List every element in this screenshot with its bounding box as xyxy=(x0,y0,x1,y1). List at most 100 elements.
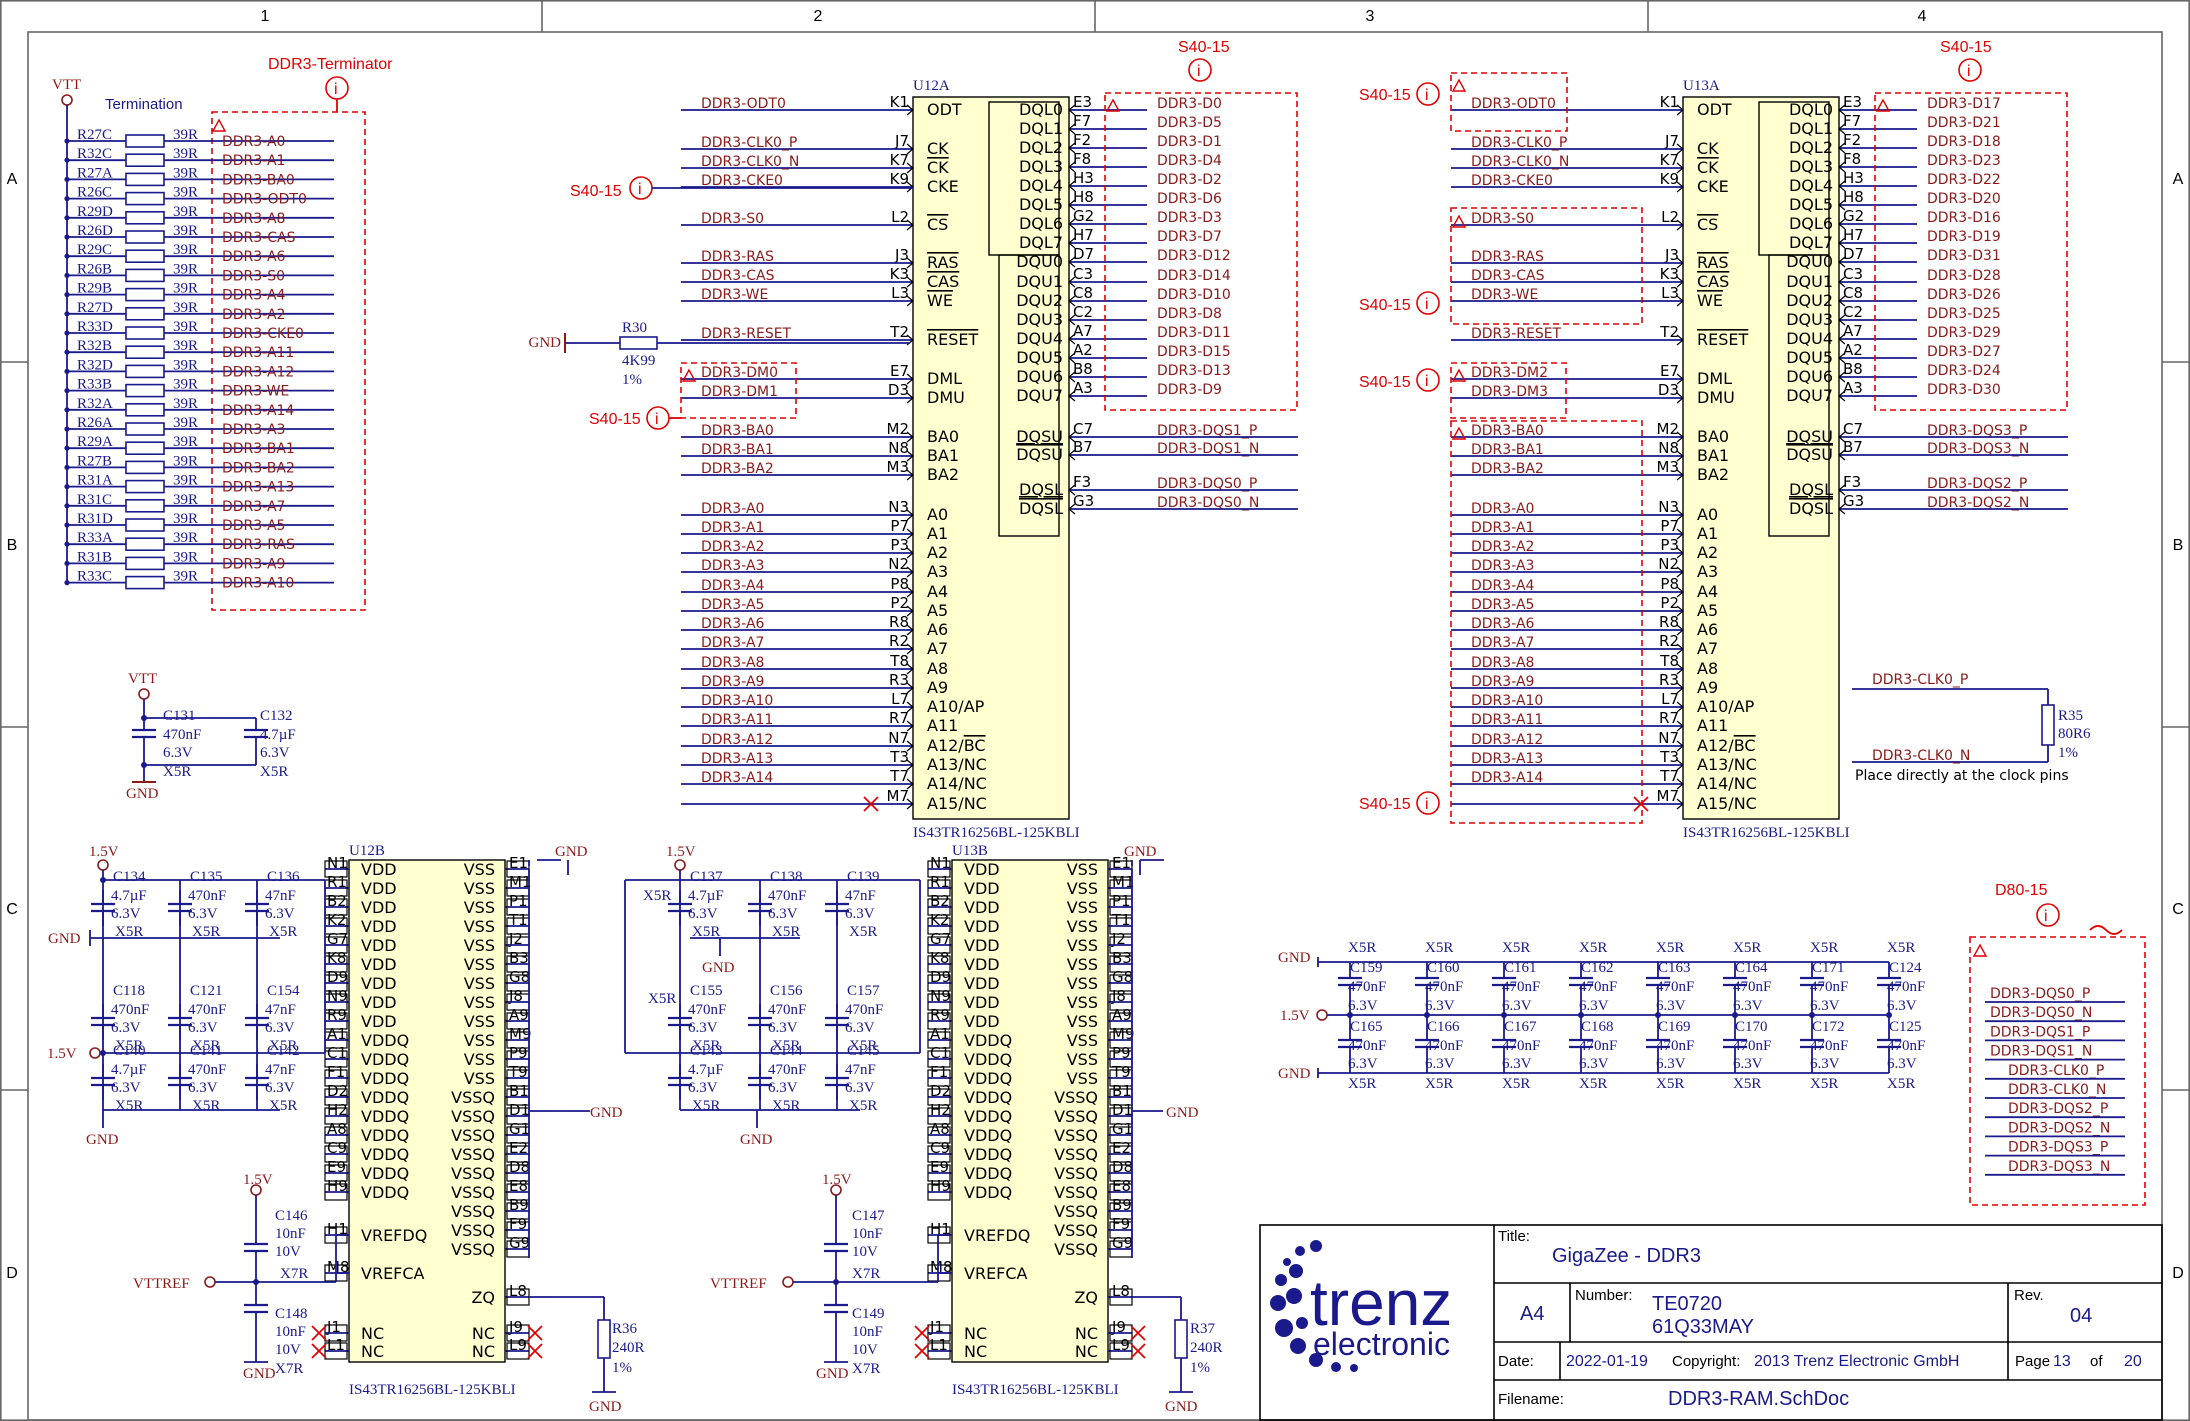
pin-name: VSS xyxy=(464,993,495,1012)
pin-number: L1 xyxy=(327,1336,345,1354)
pin-number: M1 xyxy=(509,873,532,891)
junction-dot xyxy=(64,407,70,413)
cap-type: X7R xyxy=(852,1361,880,1377)
pin-name: RAS xyxy=(1697,253,1729,272)
pin-name: DQU3 xyxy=(1786,310,1833,329)
net-label: DDR3-A3 xyxy=(1471,558,1534,574)
cap-type: X5R xyxy=(1656,940,1684,956)
pin-arrow xyxy=(1838,256,1846,268)
pin-arrow xyxy=(906,392,914,404)
gnd-label: GND xyxy=(529,335,562,351)
pin-number: L2 xyxy=(1661,208,1679,226)
net-label: DDR3-CKE0 xyxy=(222,326,304,342)
resistor-ref: R33B xyxy=(77,377,112,393)
net-label: DDR3-CLK0_N xyxy=(2008,1082,2106,1098)
cap-value: 47nF xyxy=(265,1062,296,1078)
pin-name: VDD xyxy=(361,1012,397,1031)
net-label: DDR3-A2 xyxy=(1471,539,1534,555)
pin-number: M8 xyxy=(327,1258,350,1276)
cap-ref: C161 xyxy=(1504,960,1537,976)
junction-dot xyxy=(64,215,70,221)
pin-number: E1 xyxy=(1112,854,1131,872)
cap-type: X5R xyxy=(269,1038,297,1054)
gnd-label: GND xyxy=(243,1366,276,1382)
cap-type: X5R xyxy=(115,924,143,940)
cap-ref: C162 xyxy=(1581,960,1614,976)
junction-dot xyxy=(64,445,70,451)
cap-voltage: 6.3V xyxy=(1810,998,1840,1014)
pin-box xyxy=(927,1164,951,1182)
pin-name: WE xyxy=(927,291,953,310)
resistor-ref: R33D xyxy=(77,319,113,335)
cap-voltage: 6.3V xyxy=(1656,1056,1686,1072)
cap-ref: C144 xyxy=(770,1043,803,1059)
pin-name: DQSU xyxy=(1786,427,1833,446)
page-total: 20 xyxy=(2124,1353,2142,1370)
zone-label: B xyxy=(2173,537,2184,554)
pin-number: N8 xyxy=(1658,439,1679,457)
pin-number: N1 xyxy=(930,854,951,872)
pin-number: E7 xyxy=(890,362,909,380)
cap-voltage: 10V xyxy=(275,1244,301,1260)
copyright-label: Copyright: xyxy=(1672,1353,1740,1370)
pin-number: T9 xyxy=(508,1063,528,1081)
pin-arrow xyxy=(906,219,914,231)
pin-name: VSSQ xyxy=(451,1240,495,1259)
pin-name: DQU0 xyxy=(1016,252,1063,271)
pin-name: VSSQ xyxy=(1054,1202,1098,1221)
cmd-harness xyxy=(1450,207,1643,325)
pin-name: VDD xyxy=(964,860,1000,879)
power-label: 1.5V xyxy=(822,1172,852,1188)
pin-box xyxy=(927,1107,951,1125)
resistor-body xyxy=(125,498,165,513)
pin-box xyxy=(1109,1324,1133,1342)
pin-name: VSS xyxy=(464,1031,495,1050)
pin-name: NC xyxy=(1075,1342,1098,1361)
pin-number: M3 xyxy=(1657,458,1680,476)
resistor-body xyxy=(125,460,165,475)
cap-value: 47nF xyxy=(265,1002,296,1018)
pin-arrow xyxy=(906,682,914,694)
pin-name: VDDQ xyxy=(964,1088,1012,1107)
terminator-title: DDR3-Terminator xyxy=(268,56,393,73)
cap-value: 10nF xyxy=(275,1226,306,1242)
zone-label: C xyxy=(6,901,18,918)
pin-arrow xyxy=(906,778,914,790)
net-label: DDR3-RAS xyxy=(701,249,774,265)
cap-ref: C124 xyxy=(1889,960,1922,976)
pin-number: P3 xyxy=(890,536,909,554)
net-label: DDR3-A8 xyxy=(1471,655,1534,671)
pin-name: VSSQ xyxy=(1054,1240,1098,1259)
cap-value: 47nF xyxy=(845,888,876,904)
pin-arrow xyxy=(1838,295,1846,307)
pin-name: BA2 xyxy=(1697,465,1729,484)
cap-type: X5R xyxy=(1348,1076,1376,1092)
pin-name: VSS xyxy=(464,917,495,936)
harness-tag: S40-15 xyxy=(570,183,622,200)
pin-number: F9 xyxy=(1112,1215,1130,1233)
pin-number: D2 xyxy=(327,1082,348,1100)
junction-dot xyxy=(64,522,70,528)
resistor-ref: R26D xyxy=(77,223,113,239)
cap-ref: C170 xyxy=(1735,1019,1768,1035)
pin-arrow xyxy=(906,181,914,193)
pin-name: VDDQ xyxy=(361,1107,409,1126)
cap-value: 4.7µF xyxy=(111,1062,147,1078)
junction-dot xyxy=(64,311,70,317)
info-glyph: i xyxy=(1425,373,1429,390)
net-label: DDR3-DQS3_P xyxy=(1927,423,2027,439)
net-label: DDR3-A14 xyxy=(222,403,294,419)
pin-number: J9 xyxy=(1111,1318,1126,1336)
junction-dot xyxy=(100,1050,106,1056)
info-glyph: i xyxy=(2044,908,2048,925)
pin-name: VDDQ xyxy=(964,1183,1012,1202)
pin-number: C7 xyxy=(1073,420,1093,438)
pin-name: VSS xyxy=(464,860,495,879)
rev-label: Rev. xyxy=(2014,1287,2044,1304)
pin-number: H7 xyxy=(1073,226,1094,244)
pin-arrow xyxy=(906,740,914,752)
net-label: DDR3-DQS1_N xyxy=(1157,441,1259,457)
pin-name: VREFCA xyxy=(361,1264,425,1283)
pin-name: DML xyxy=(1697,369,1732,388)
pin-box xyxy=(927,1126,951,1144)
